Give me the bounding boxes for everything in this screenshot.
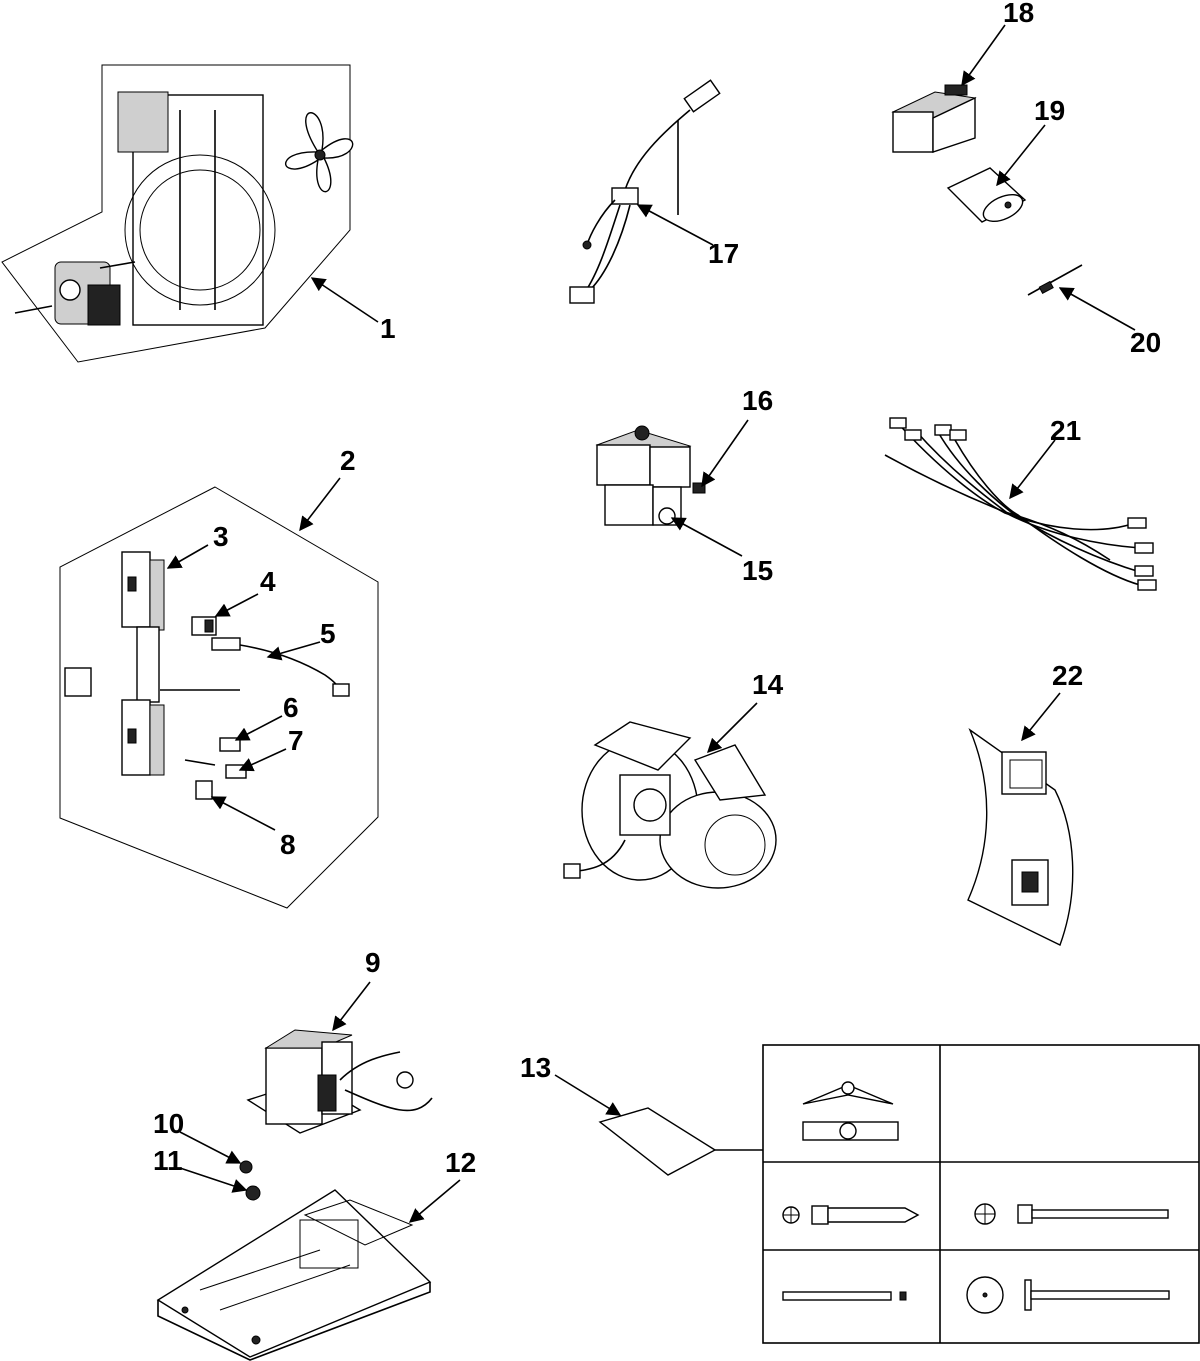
callout-14: 14 (752, 669, 784, 700)
leader-line-3 (166, 544, 209, 569)
part-1-fan-motor-assembly (1, 64, 354, 363)
callout-19: 19 (1034, 95, 1065, 126)
part-20-diode (1027, 264, 1083, 296)
part-8-clip (195, 780, 213, 800)
callout-5: 5 (320, 618, 336, 649)
callout-2: 2 (340, 445, 356, 476)
callout-3: 3 (213, 521, 229, 552)
part-4-switch (191, 616, 217, 636)
callout-22: 22 (1052, 660, 1083, 691)
callout-17: 17 (708, 238, 739, 269)
part-6-switch (219, 737, 241, 752)
leader-line-5 (266, 641, 321, 661)
callout-13: 13 (520, 1052, 551, 1083)
callout-11: 11 (153, 1145, 183, 1176)
leader-line-4 (214, 593, 259, 617)
leader-line-2 (299, 477, 341, 532)
hardware-mushroom-bolt (966, 1276, 1170, 1314)
part-19-capacitor (946, 167, 1027, 223)
hardware-flange-bolt (974, 1203, 1169, 1225)
callout-16: 16 (742, 385, 773, 416)
callout-1: 1 (380, 313, 396, 344)
leader-line-6 (234, 715, 283, 741)
callout-8: 8 (280, 829, 296, 860)
leader-line-11 (179, 1167, 248, 1193)
callout-7: 7 (288, 725, 304, 756)
part-17-power-cord (569, 79, 721, 304)
leader-line-18 (961, 24, 1006, 87)
leader-line-14 (706, 702, 758, 754)
callout-10: 10 (153, 1108, 184, 1139)
leader-line-15 (670, 517, 743, 557)
part-13-hardware-bag (598, 1107, 763, 1176)
part-11-screw (245, 1185, 261, 1201)
leader-line-7 (238, 748, 287, 772)
part-14-blower-motor (563, 721, 777, 889)
leader-line-13 (554, 1074, 622, 1116)
part-15-magnetron (595, 425, 692, 526)
hardware-bracket-clip (802, 1081, 899, 1141)
hardware-table (762, 1044, 1200, 1344)
part-5-wire-lead (211, 637, 350, 697)
callout-21: 21 (1050, 415, 1081, 446)
part-18-fuse-holder (891, 84, 977, 153)
callout-15: 15 (742, 555, 773, 586)
part-16-thermostat (692, 482, 706, 494)
callout-4: 4 (260, 566, 276, 597)
hardware-hex-screw (782, 1205, 920, 1225)
leader-line-17 (636, 204, 714, 246)
leader-line-8 (210, 796, 276, 831)
callout-6: 6 (283, 692, 299, 723)
part-2-door-sensor-assembly (59, 486, 379, 909)
part-12-base-plate (156, 1189, 432, 1361)
leader-line-20 (1058, 287, 1136, 331)
leader-line-21 (1009, 439, 1056, 500)
leader-line-19 (996, 124, 1046, 187)
part-7-switch (225, 764, 247, 779)
hardware-strip (782, 1291, 907, 1301)
leader-line-12 (408, 1179, 461, 1223)
callout-20: 20 (1130, 327, 1161, 358)
leader-line-1 (310, 277, 379, 323)
leader-line-10 (179, 1131, 242, 1164)
part-22-cover-panel (967, 728, 1074, 946)
part-21-wire-harness (884, 417, 1157, 591)
part-9-transformer (246, 1029, 433, 1134)
callout-12: 12 (445, 1147, 476, 1178)
callout-18: 18 (1003, 0, 1034, 28)
callout-9: 9 (365, 947, 381, 978)
leader-line-9 (332, 981, 371, 1032)
part-10-screw (239, 1160, 253, 1174)
leader-line-22 (1021, 692, 1061, 742)
leader-line-16 (701, 419, 749, 488)
